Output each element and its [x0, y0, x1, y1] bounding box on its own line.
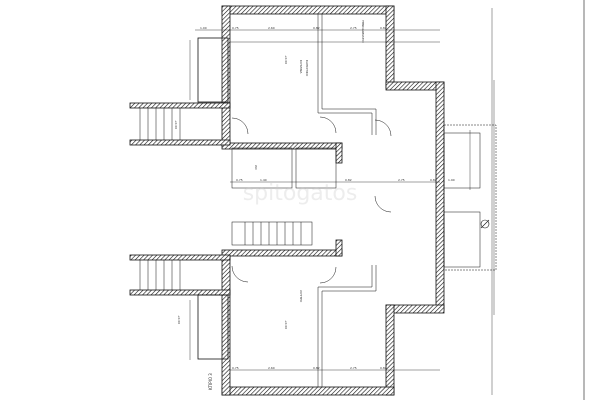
dimension-lines	[189, 8, 495, 395]
svg-text:2.60: 2.60	[268, 26, 275, 30]
svg-text:1.40: 1.40	[260, 178, 267, 182]
svg-text:+0.00: +0.00	[284, 55, 288, 64]
north-arrow-icon	[480, 219, 490, 229]
svg-text:1.90: 1.90	[448, 178, 455, 182]
interior-lines	[139, 0, 585, 400]
svg-text:0.75: 0.75	[232, 366, 239, 370]
svg-text:0.82: 0.82	[380, 366, 387, 370]
svg-text:0.82: 0.82	[313, 366, 320, 370]
svg-text:+0.00: +0.00	[174, 120, 178, 129]
svg-text:0.82: 0.82	[345, 178, 352, 182]
building-label: ΚΤΙΡΙΟ 3	[208, 373, 213, 390]
svg-text:+0.00: +0.00	[177, 315, 181, 324]
svg-text:0.75: 0.75	[232, 26, 239, 30]
svg-text:2.75: 2.75	[350, 366, 357, 370]
svg-text:WC: WC	[254, 165, 258, 170]
svg-text:2.75: 2.75	[398, 178, 405, 182]
svg-text:0.82: 0.82	[313, 26, 320, 30]
dimension-labels-top: 1.00 0.75 2.60 0.82 2.75 0.82	[200, 26, 387, 30]
svg-text:ΛΟΥΤΡΟ: ΛΟΥΤΡΟ	[299, 290, 303, 303]
svg-text:ΚΟΥΖΙΝΑ: ΚΟΥΖΙΝΑ	[299, 60, 303, 74]
walls	[129, 5, 445, 396]
svg-text:0.82: 0.82	[430, 178, 437, 182]
dimension-labels-bottom: 0.75 2.60 0.82 2.75 0.82	[232, 366, 387, 370]
svg-text:0.75: 0.75	[236, 178, 243, 182]
room-labels: ΚΟΥΖΙΝΑ ΚΑΘΙΣΤΙΚΟ ΥΠΝΟΔΩΜΑΤΙΟ WC ΛΟΥΤΡΟ	[254, 20, 365, 303]
svg-text:ΥΠΝΟΔΩΜΑΤΙΟ: ΥΠΝΟΔΩΜΑΤΙΟ	[361, 20, 365, 43]
stair-treads	[139, 108, 313, 290]
svg-text:0.82: 0.82	[380, 26, 387, 30]
svg-text:2.75: 2.75	[350, 26, 357, 30]
svg-text:2.60: 2.60	[268, 366, 275, 370]
watermark: spitogatos	[243, 181, 358, 206]
dimension-labels-mid: 0.75 1.40 0.82 2.75 0.82 1.90	[236, 178, 455, 182]
svg-text:+0.00: +0.00	[284, 320, 288, 329]
svg-text:1.00: 1.00	[200, 26, 207, 30]
svg-text:ΚΑΘΙΣΤΙΚΟ: ΚΑΘΙΣΤΙΚΟ	[305, 60, 309, 77]
level-marks: +0.00 +0.00 +0.00 +0.00	[174, 55, 288, 329]
